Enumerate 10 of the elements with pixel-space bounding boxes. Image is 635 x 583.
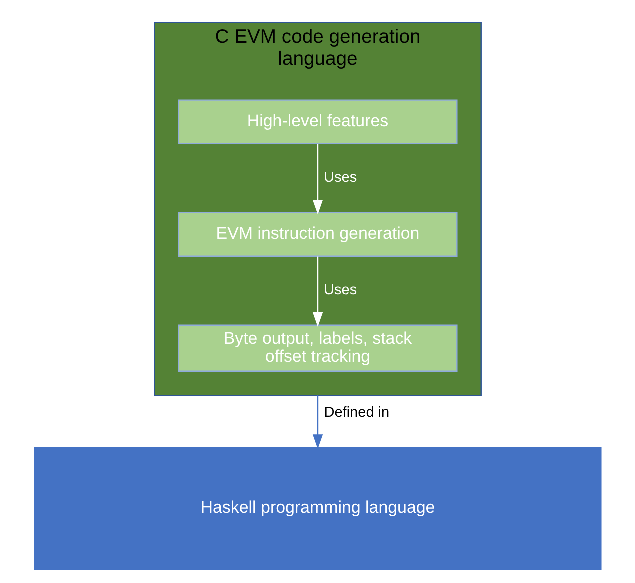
edge-label: Uses [324, 170, 357, 186]
node-box: EVM instruction generation [178, 212, 458, 258]
arrow [312, 256, 323, 327]
node-box: Byte output, labels, stack offset tracking [178, 324, 458, 372]
node-box: Haskell programming language [34, 447, 602, 570]
edge-label: Uses [324, 282, 357, 299]
arrow [312, 396, 323, 450]
arrow [312, 144, 323, 215]
node-box: High-level features [178, 100, 458, 144]
edge-label: Defined in [324, 404, 390, 421]
